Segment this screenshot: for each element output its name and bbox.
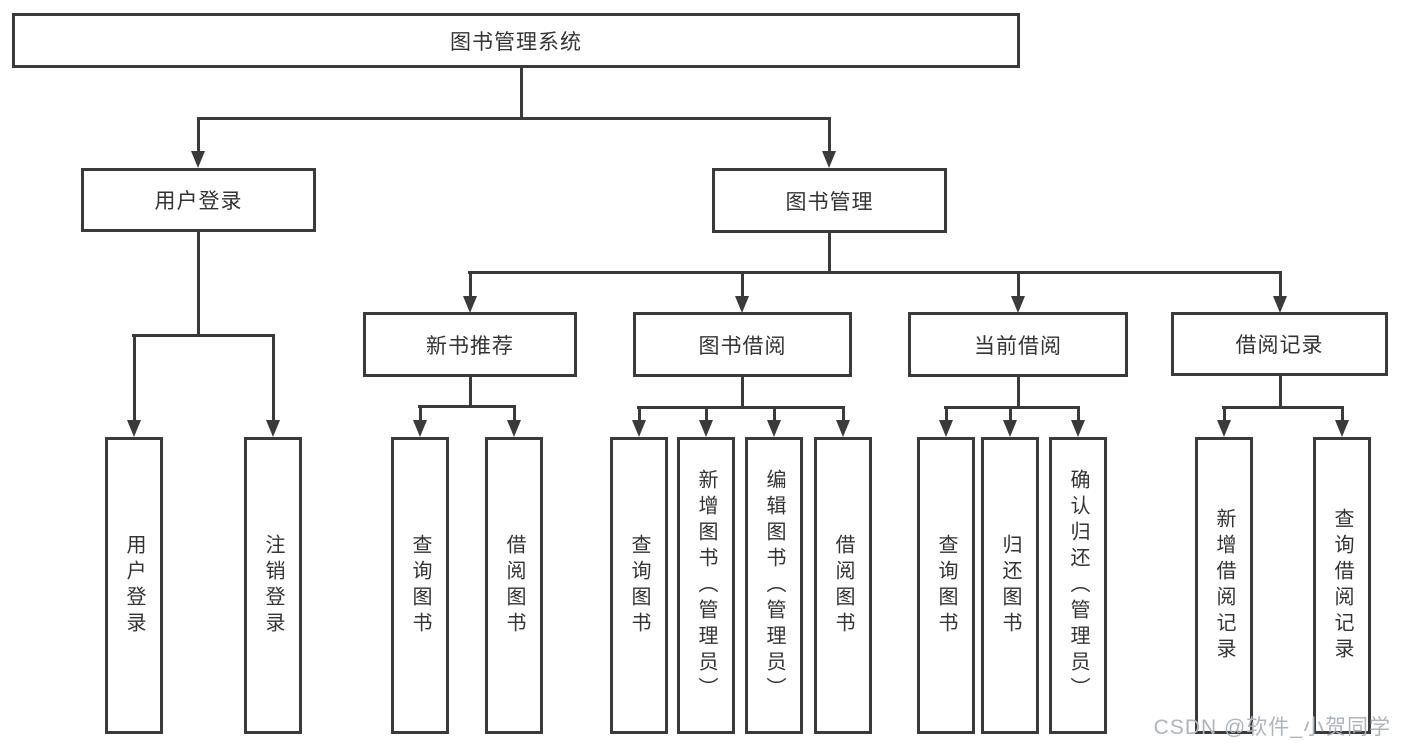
leaf-bb-edit-book-admin-label: 编辑图书（管理员） bbox=[763, 468, 785, 703]
leaf-cb-return-book-label: 归还图书 bbox=[999, 533, 1021, 638]
leaf-cb-confirm-return-admin: 确认归还（管理员） bbox=[1049, 437, 1107, 734]
connector-current-borrow-stem bbox=[1017, 376, 1020, 408]
watermark: CSDN @软件_小贺同学 bbox=[1153, 716, 1391, 739]
arrow-to-book-mgmt bbox=[822, 117, 836, 168]
node-book-mgmt-label: 图书管理 bbox=[785, 190, 874, 214]
node-new-book-rec: 新书推荐 bbox=[363, 312, 577, 377]
leaf-cb-query-book: 查询图书 bbox=[917, 437, 975, 734]
leaf-bb-query-book: 查询图书 bbox=[610, 437, 668, 734]
connector-level3-hline bbox=[468, 271, 1282, 274]
arrow-to-new-book-rec bbox=[463, 271, 477, 313]
connector-level2-hline bbox=[197, 117, 831, 120]
leaf-bb-add-book-admin: 新增图书（管理员） bbox=[677, 437, 735, 734]
leaf-cb-query-book-label: 查询图书 bbox=[935, 533, 957, 638]
connector-new-book-hline bbox=[418, 405, 516, 408]
arrow-to-leaf-bb-edit bbox=[767, 406, 781, 437]
node-current-borrow: 当前借阅 bbox=[908, 312, 1128, 377]
leaf-br-add-record-label: 新增借阅记录 bbox=[1213, 507, 1235, 664]
node-borrow-record: 借阅记录 bbox=[1171, 312, 1388, 376]
node-user-login-label: 用户登录 bbox=[154, 190, 243, 213]
leaf-bb-query-book-label: 查询图书 bbox=[628, 533, 650, 638]
leaf-bb-edit-book-admin: 编辑图书（管理员） bbox=[745, 437, 803, 734]
leaf-nb-query-book: 查询图书 bbox=[391, 437, 449, 734]
connector-book-mgmt-stem bbox=[828, 231, 831, 274]
leaf-logout: 注销登录 bbox=[244, 437, 302, 734]
leaf-nb-query-book-label: 查询图书 bbox=[409, 533, 431, 638]
node-book-borrow-label: 图书借阅 bbox=[698, 334, 787, 358]
leaf-br-query-record: 查询借阅记录 bbox=[1313, 437, 1371, 734]
connector-current-borrow-hline bbox=[944, 406, 1080, 409]
arrow-to-leaf-nb-query bbox=[413, 405, 427, 437]
leaf-br-query-record-label: 查询借阅记录 bbox=[1331, 507, 1353, 664]
node-root-label: 图书管理系统 bbox=[450, 30, 582, 54]
leaf-bb-borrow-book: 借阅图书 bbox=[814, 437, 872, 734]
arrow-to-leaf-br-query bbox=[1335, 406, 1349, 437]
node-borrow-record-label: 借阅记录 bbox=[1235, 334, 1324, 357]
node-current-borrow-label: 当前借阅 bbox=[974, 334, 1062, 358]
leaf-br-add-record: 新增借阅记录 bbox=[1195, 437, 1253, 734]
leaf-nb-borrow-book-label: 借阅图书 bbox=[503, 533, 525, 638]
connector-root-stem bbox=[520, 66, 523, 120]
connector-borrow-record-stem bbox=[1279, 375, 1282, 408]
leaf-nb-borrow-book: 借阅图书 bbox=[485, 437, 543, 734]
arrow-to-user-login bbox=[191, 117, 205, 168]
connector-book-borrow-hline bbox=[637, 406, 845, 409]
arrow-to-leaf-cb-return bbox=[1003, 406, 1017, 437]
arrow-to-leaf-br-add bbox=[1217, 406, 1231, 437]
arrow-to-current-borrow bbox=[1011, 271, 1025, 313]
node-book-mgmt: 图书管理 bbox=[712, 168, 947, 233]
connector-borrow-record-hline bbox=[1222, 406, 1344, 409]
node-root: 图书管理系统 bbox=[12, 13, 1020, 68]
leaf-bb-add-book-admin-label: 新增图书（管理员） bbox=[695, 468, 717, 703]
connector-user-login-hline bbox=[132, 334, 275, 337]
arrow-to-leaf-bb-borrow bbox=[836, 406, 850, 437]
connector-new-book-stem bbox=[469, 376, 472, 407]
leaf-user-login: 用户登录 bbox=[105, 437, 163, 734]
leaf-cb-return-book: 归还图书 bbox=[981, 437, 1039, 734]
connector-user-login-stem bbox=[197, 231, 200, 337]
node-user-login: 用户登录 bbox=[81, 168, 316, 232]
arrow-to-borrow-record bbox=[1273, 271, 1287, 313]
arrow-to-leaf-user-login bbox=[127, 334, 141, 437]
leaf-cb-confirm-return-admin-label: 确认归还（管理员） bbox=[1067, 468, 1089, 703]
arrow-to-leaf-cb-query bbox=[939, 406, 953, 437]
connector-book-borrow-stem bbox=[741, 376, 744, 408]
arrow-to-leaf-nb-borrow bbox=[507, 405, 521, 437]
arrow-to-leaf-logout bbox=[266, 334, 280, 437]
node-new-book-rec-label: 新书推荐 bbox=[426, 334, 514, 358]
leaf-bb-borrow-book-label: 借阅图书 bbox=[832, 533, 854, 638]
arrow-to-book-borrow bbox=[735, 271, 749, 313]
arrow-to-leaf-cb-confirm bbox=[1071, 406, 1085, 437]
arrow-to-leaf-bb-add bbox=[699, 406, 713, 437]
arrow-to-leaf-bb-query bbox=[632, 406, 646, 437]
leaf-logout-label: 注销登录 bbox=[262, 533, 284, 638]
node-book-borrow: 图书借阅 bbox=[633, 312, 852, 377]
leaf-user-login-label: 用户登录 bbox=[123, 533, 145, 638]
